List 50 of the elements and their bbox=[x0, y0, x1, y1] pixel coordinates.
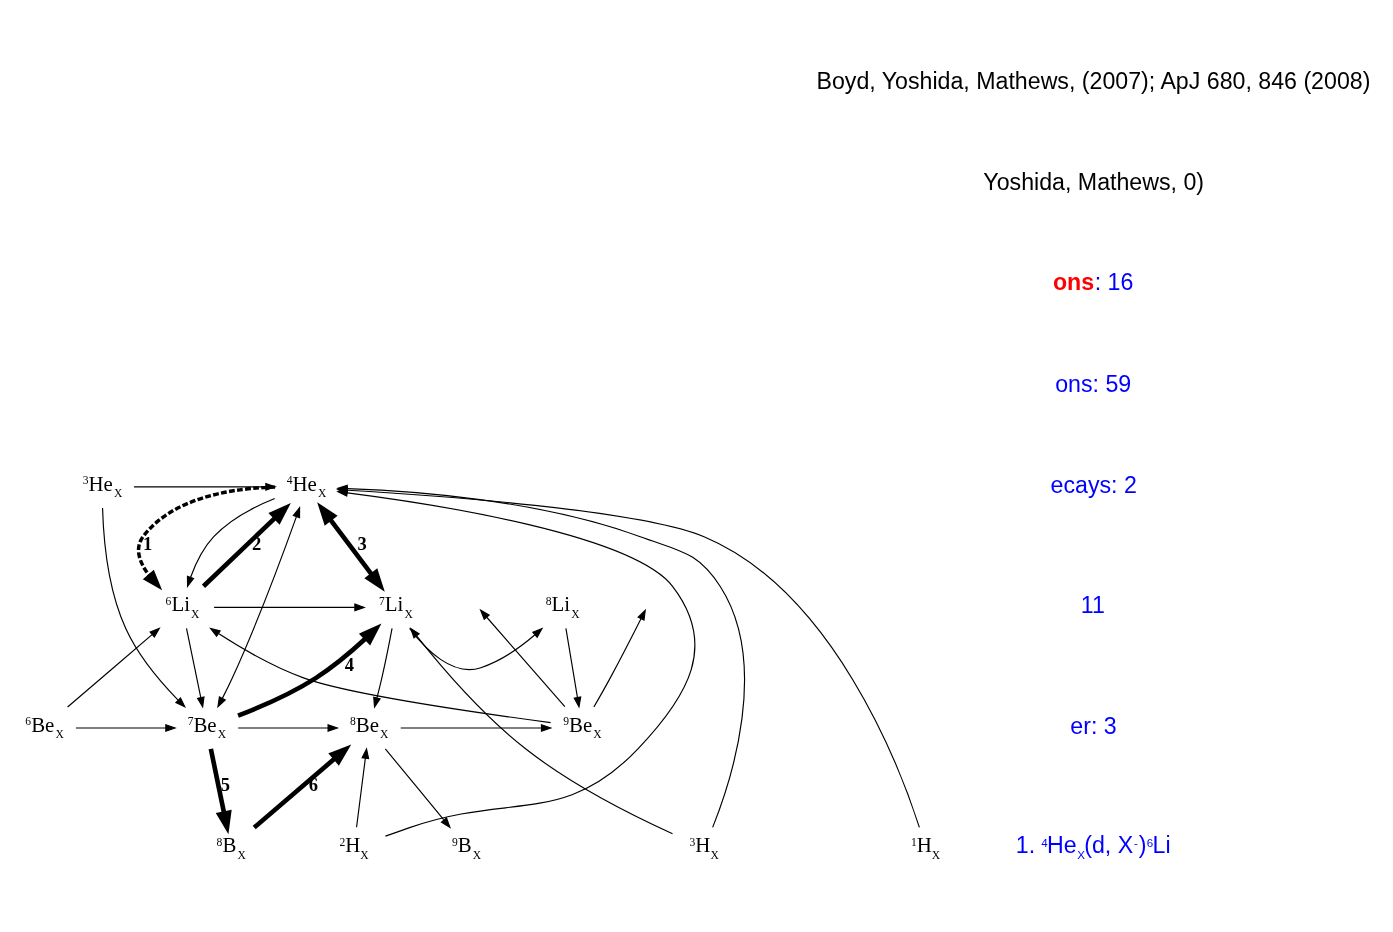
node-text: $^{8}$B$_{X}$ bbox=[216, 833, 246, 862]
edge-label: 4 bbox=[344, 653, 354, 675]
label: Boyd, Yoshida, Mathews, (2007); ApJ 680, 846 (2008) bbox=[816, 68, 1371, 95]
arrow bbox=[201, 502, 291, 588]
arrow bbox=[565, 627, 582, 709]
arrow bbox=[409, 627, 544, 671]
node-text: $^{4}$He$_{X}$ bbox=[286, 471, 327, 501]
arrow bbox=[317, 502, 385, 592]
node-text: $^{2}$H$_{X}$ bbox=[339, 833, 369, 862]
arrow bbox=[400, 723, 553, 732]
label: ons: 16 bbox=[1052, 268, 1134, 295]
node-text: $^{7}$Li$_{X}$ bbox=[378, 592, 413, 621]
label: er: 3 bbox=[1070, 712, 1117, 739]
arrow bbox=[593, 608, 646, 708]
label: 11 bbox=[1080, 592, 1105, 619]
arrow bbox=[217, 506, 301, 709]
edge-label: 5 bbox=[220, 774, 230, 796]
node-text: $^{3}$He$_{X}$ bbox=[82, 471, 123, 501]
label: Yoshida, Mathews, 0) bbox=[983, 169, 1205, 196]
arrow bbox=[373, 627, 393, 709]
arrow bbox=[186, 498, 276, 588]
label: 1. $^{4}$He$_{X}$(d, X$^{-}$)$^{6}$Li bbox=[1015, 832, 1171, 862]
node-text: $^{3}$H$_{X}$ bbox=[689, 833, 719, 862]
arrow bbox=[479, 608, 566, 708]
arrow bbox=[75, 723, 177, 732]
node-text: $^{7}$Be$_{X}$ bbox=[187, 712, 227, 742]
arrow bbox=[136, 485, 276, 591]
arrow bbox=[237, 723, 340, 732]
node-text: $^{1}$H$_{X}$ bbox=[910, 833, 941, 862]
node-text: $^{6}$Li$_{X}$ bbox=[165, 592, 200, 621]
node-text: $^{9}$Be$_{X}$ bbox=[563, 712, 602, 742]
label: ons: 59 bbox=[1055, 370, 1132, 397]
arrow bbox=[384, 748, 451, 829]
node-text: $^{8}$Be$_{X}$ bbox=[349, 712, 389, 742]
arrow bbox=[209, 627, 552, 724]
arrow bbox=[67, 627, 161, 708]
arrow bbox=[208, 748, 232, 835]
edge-label: 1 bbox=[143, 533, 153, 555]
node-text: $^{6}$Be$_{X}$ bbox=[25, 712, 64, 742]
arrow bbox=[101, 507, 186, 709]
arrow bbox=[213, 603, 366, 612]
arrow bbox=[409, 627, 674, 835]
arrow bbox=[355, 747, 370, 828]
arrow bbox=[237, 623, 382, 718]
label: ecays: 2 bbox=[1050, 471, 1137, 498]
arrow bbox=[185, 627, 205, 709]
arrow bbox=[252, 744, 352, 830]
edge-label: 3 bbox=[357, 533, 367, 555]
node-text: $^{9}$B$_{X}$ bbox=[451, 833, 482, 862]
node-text: $^{8}$Li$_{X}$ bbox=[545, 592, 580, 621]
